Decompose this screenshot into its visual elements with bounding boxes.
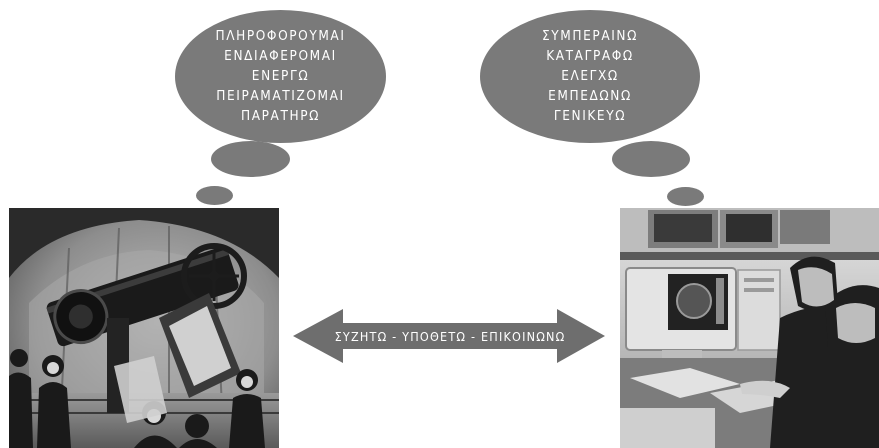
double-arrow-shape bbox=[293, 309, 605, 363]
right-thought-line-3: ΕΛΕΓΧΩ bbox=[561, 68, 619, 84]
right-thought-bubble bbox=[480, 10, 700, 143]
right-thought-text: ΣΥΜΠΕΡΑΙΝΩ ΚΑΤΑΓΡΑΦΩ ΕΛΕΓΧΩ ΕΜΠΕΔΩΝΩ ΓΕΝ… bbox=[480, 12, 700, 140]
left-thought-line-5: ΠΑΡΑΤΗΡΩ bbox=[240, 108, 321, 124]
right-thought-line-5: ΓΕΝΙΚΕΥΩ bbox=[553, 108, 627, 124]
arrow-label: ΣΥΖΗΤΩ - ΥΠΟΘΕΤΩ - ΕΠΙΚΟΙΝΩΝΩ bbox=[334, 328, 566, 344]
left-thought-line-2: ΕΝΔΙΑΦΕΡΟΜΑΙ bbox=[224, 48, 337, 64]
left-thought-bubble bbox=[175, 10, 386, 143]
right-thought-dot-small bbox=[667, 187, 704, 206]
left-thought-line-3: ΕΝΕΡΓΩ bbox=[251, 68, 310, 84]
right-thought-line-2: ΚΑΤΑΓΡΑΦΩ bbox=[546, 48, 634, 64]
left-thought-line-4: ΠΕΙΡΑΜΑΤΙΖΟΜΑΙ bbox=[216, 88, 345, 104]
left-thought-dot-medium bbox=[211, 141, 290, 177]
telescope-photo bbox=[9, 208, 279, 448]
computer-lab-photo bbox=[620, 208, 879, 448]
left-thought-dot-small bbox=[196, 186, 233, 205]
right-thought-line-4: ΕΜΠΕΔΩΝΩ bbox=[548, 88, 632, 104]
left-thought-text: ΠΛΗΡΟΦΟΡΟΥΜΑΙ ΕΝΔΙΑΦΕΡΟΜΑΙ ΕΝΕΡΓΩ ΠΕΙΡΑΜ… bbox=[175, 12, 386, 140]
right-thought-dot-medium bbox=[612, 141, 690, 177]
right-thought-line-1: ΣΥΜΠΕΡΑΙΝΩ bbox=[542, 28, 638, 44]
left-thought-line-1: ΠΛΗΡΟΦΟΡΟΥΜΑΙ bbox=[215, 28, 346, 44]
